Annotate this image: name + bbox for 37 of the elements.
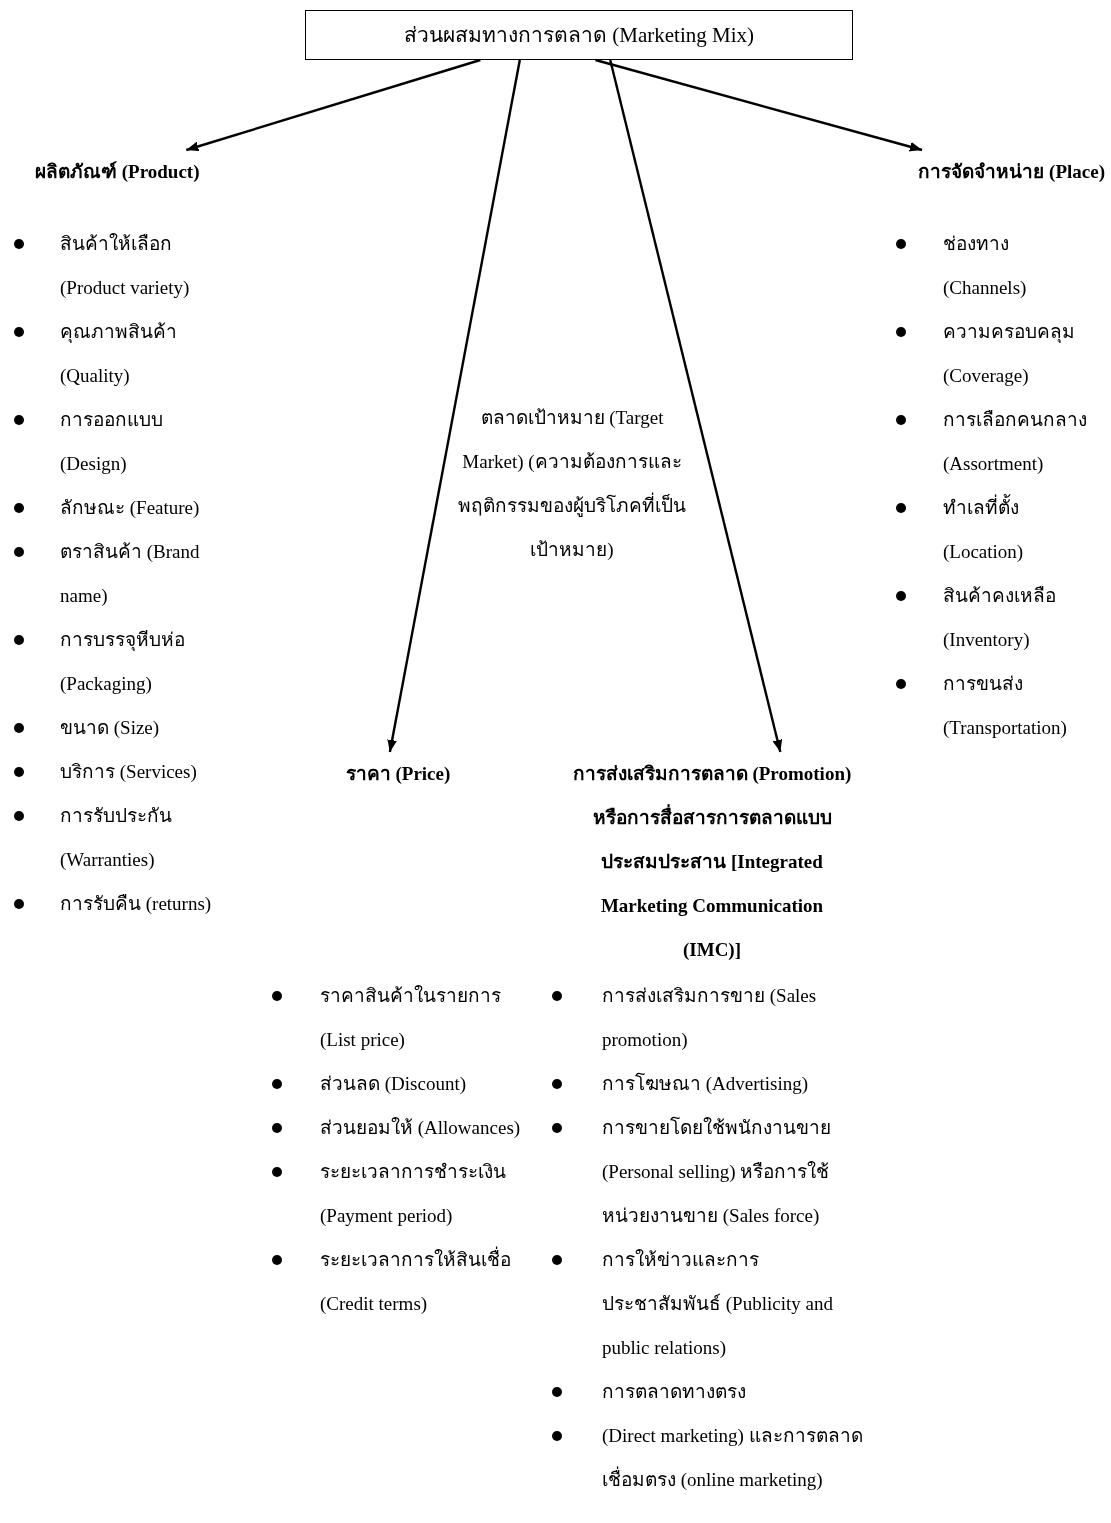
category-heading: การจัดจำหน่าย (Place)	[918, 150, 1105, 194]
list-item: การรับประกัน (Warranties)	[60, 804, 173, 872]
list-item: ราคาสินค้าในรายการ (List price)	[320, 984, 502, 1052]
arrow	[595, 58, 923, 153]
list-item: (Direct marketing) และการตลาดเชื่อมตรง (online marketing)	[602, 1424, 864, 1492]
category-heading: ผลิตภัณฑ์ (Product)	[35, 150, 200, 194]
list-item: บริการ (Services)	[60, 760, 198, 784]
list-item: ส่วนยอมให้ (Allowances)	[320, 1116, 522, 1140]
list-item: ส่วนลด (Discount)	[320, 1072, 467, 1096]
list-item: การรับคืน (returns)	[60, 892, 213, 916]
list-item: การเลือกคนกลาง (Assortment)	[943, 408, 1088, 476]
list-item: ระยะเวลาการชำระเงิน (Payment period)	[320, 1160, 507, 1228]
category-heading: ราคา (Price)	[340, 752, 456, 796]
list-item: การส่งเสริมการขาย (Sales promotion)	[602, 984, 818, 1052]
concept-box: ส่วนผสมทางการตลาด (Marketing Mix)	[305, 10, 853, 60]
arrow	[609, 59, 784, 753]
list-item: การตลาดทางตรง	[602, 1380, 747, 1404]
list-item: ความครอบคลุม (Coverage)	[943, 320, 1076, 388]
arrow	[385, 59, 521, 753]
list-item: สินค้าคงเหลือ (Inventory)	[943, 584, 1057, 652]
list-item: ระยะเวลาการให้สินเชื่อ (Credit terms)	[320, 1238, 535, 1326]
list-item: สินค้าให้เลือก (Product variety)	[60, 232, 191, 300]
list-item: การขายโดยใช้พนักงานขาย (Personal selling) หรือการใช้หน่วยงานขาย (Sales force)	[602, 1115, 832, 1228]
list-item: การโฆษณา (Advertising)	[602, 1071, 810, 1096]
list-item: คุณภาพสินค้า (Quality)	[60, 320, 178, 388]
target-market-note: ตลาดเป้าหมาย (Target Market) (ความต้องการและพฤติกรรมของผู้บริโภคที่เป็นเป้าหมาย)	[457, 406, 687, 562]
list-item: ช่องทาง (Channels)	[943, 232, 1028, 300]
list-item: การขนส่ง (Transportation)	[943, 672, 1068, 740]
list-item: การให้ข่าวและการประชาสัมพันธ์ (Publicity and public relations)	[602, 1248, 834, 1360]
list-item: การบรรจุหีบห่อ (Packaging)	[60, 628, 186, 696]
list-item: ตราสินค้า (Brand name)	[60, 540, 201, 608]
list-item: การออกแบบ (Design)	[60, 408, 164, 476]
list-item: ทำเลที่ตั้ง (Location)	[943, 486, 1093, 574]
arrow	[186, 58, 481, 152]
list-item: ลักษณะ (Feature)	[60, 496, 201, 520]
category-heading: การส่งเสริมการตลาด (Promotion) หรือการสื่อสารการตลาดแบบประสมประสาน [Integrated Marketing Communication (IMC)]	[572, 752, 852, 972]
list-item: ขนาด (Size)	[60, 716, 161, 740]
